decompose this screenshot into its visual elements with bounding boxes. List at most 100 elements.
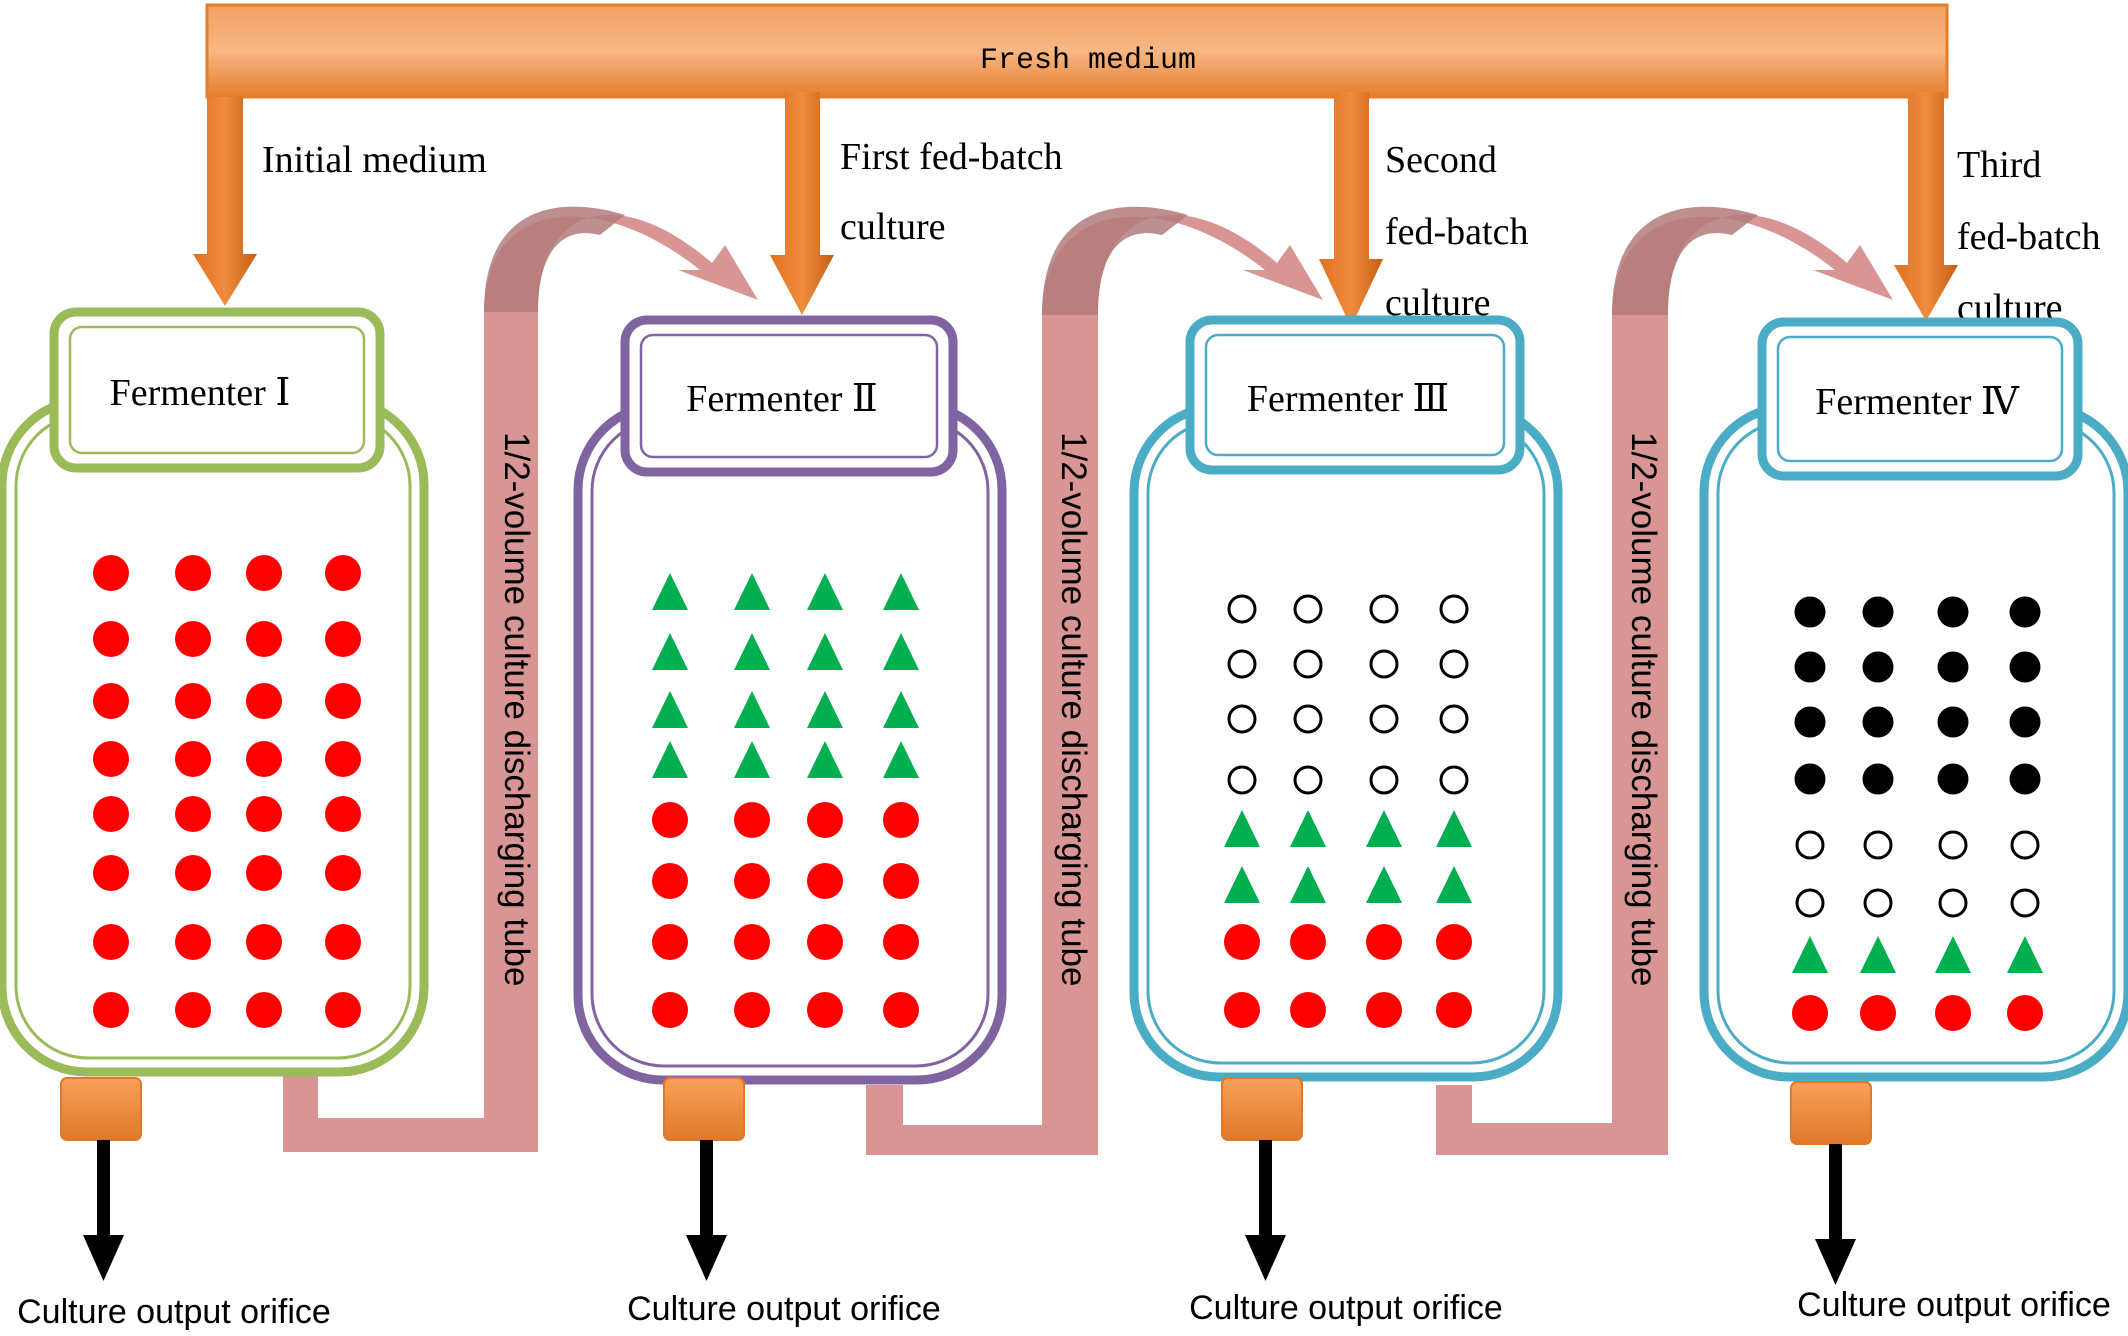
cell-3-3-1-open-circle — [1227, 704, 1257, 734]
cell-2-5-4-red-circle — [883, 802, 919, 838]
tube-label-3: 1/2-volume culture discharging tube — [1624, 432, 1663, 986]
cell-3-6-1-green-triangle — [1224, 866, 1260, 903]
cell-1-8-2-red-circle — [175, 992, 211, 1028]
cell-1-6-1-red-circle — [93, 855, 129, 891]
cell-4-8-3-red-circle — [1935, 995, 1971, 1031]
cell-1-3-4-red-circle — [325, 683, 361, 719]
cell-3-4-1-open-circle — [1227, 765, 1257, 795]
down-arrow-icon — [1245, 1235, 1286, 1281]
cell-4-2-2-black-circle — [1862, 651, 1894, 683]
cell-4-5-3-open-circle — [1938, 830, 1968, 860]
cell-1-1-1-red-circle — [93, 555, 129, 591]
output-label-2: Culture output orifice — [627, 1290, 941, 1328]
cell-4-3-4-black-circle — [2009, 706, 2041, 738]
cell-3-8-1-red-circle — [1224, 992, 1260, 1028]
fermenter-4: Fermenter Ⅳ — [1699, 317, 2128, 1082]
cell-3-4-3-open-circle — [1369, 765, 1399, 795]
fresh-medium-bar: Fresh medium — [205, 3, 1949, 99]
down-arrow-icon — [686, 1235, 727, 1281]
cell-1-2-2-red-circle — [175, 621, 211, 657]
cell-4-8-4-red-circle — [2007, 995, 2043, 1031]
feed-label-4: Third fed-batch culture — [1957, 144, 2110, 329]
cell-2-8-4-red-circle — [883, 992, 919, 1028]
cell-3-8-2-red-circle — [1290, 992, 1326, 1028]
cell-2-1-4-green-triangle — [883, 573, 919, 610]
feed-3-line-2: fed-batch — [1385, 211, 1528, 253]
cell-2-1-2-green-triangle — [734, 573, 770, 610]
cell-1-6-2-red-circle — [175, 855, 211, 891]
cell-3-6-3-green-triangle — [1366, 866, 1402, 903]
fermenter-header-inner-line — [1204, 333, 1506, 457]
output-label-1: Culture output orifice — [17, 1293, 331, 1331]
cell-4-1-2-black-circle — [1862, 596, 1894, 628]
cell-4-7-3-green-triangle — [1935, 936, 1971, 973]
cell-3-5-2-green-triangle — [1290, 810, 1326, 847]
cell-2-2-2-green-triangle — [734, 633, 770, 670]
feed-2-line-2: culture — [840, 206, 946, 248]
feed-4-line-1: Third — [1957, 144, 2041, 186]
cell-1-5-3-red-circle — [246, 796, 282, 832]
feed-arrow-4: Third fed-batch culture — [1894, 92, 2110, 329]
cell-1-2-1-red-circle — [93, 621, 129, 657]
cell-4-8-1-red-circle — [1792, 995, 1828, 1031]
fermenter-vessel — [573, 400, 1007, 1085]
cell-3-5-4-green-triangle — [1436, 810, 1472, 847]
cell-1-1-4-red-circle — [325, 555, 361, 591]
discharge-tube-1: 1/2-volume culture discharging tube — [283, 206, 758, 1152]
cell-4-3-3-black-circle — [1937, 706, 1969, 738]
cell-2-3-2-green-triangle — [734, 691, 770, 728]
cell-1-8-1-red-circle — [93, 992, 129, 1028]
feed-label-2: First fed-batch culture — [840, 136, 1072, 248]
cell-3-4-4-open-circle — [1439, 765, 1469, 795]
output-3: Culture output orifice — [1189, 1077, 1503, 1327]
cell-4-5-2-open-circle — [1863, 830, 1893, 860]
fermenter-vessel — [0, 395, 429, 1077]
cell-4-4-1-black-circle — [1794, 763, 1826, 795]
feed-label-3: Second fed-batch culture — [1385, 139, 1538, 324]
cell-3-1-2-open-circle — [1293, 594, 1323, 624]
fermenter-1: Fermenter Ⅰ — [0, 307, 429, 1077]
cell-4-2-4-black-circle — [2009, 651, 2041, 683]
discharge-tube-3: 1/2-volume culture discharging tube — [1436, 206, 1893, 1155]
cell-4-7-2-green-triangle — [1860, 936, 1896, 973]
cell-3-7-2-red-circle — [1290, 924, 1326, 960]
output-2: Culture output orifice — [627, 1077, 941, 1328]
cell-2-8-1-red-circle — [652, 992, 688, 1028]
fermenter-label-4: Fermenter Ⅳ — [1815, 381, 2020, 423]
cell-2-5-2-red-circle — [734, 802, 770, 838]
cell-2-1-3-green-triangle — [807, 573, 843, 610]
cell-1-7-3-red-circle — [246, 924, 282, 960]
fermenter-header-inner-line — [68, 325, 366, 455]
cell-3-8-4-red-circle — [1436, 992, 1472, 1028]
cell-1-6-3-red-circle — [246, 855, 282, 891]
cell-4-1-4-black-circle — [2009, 596, 2041, 628]
fresh-medium-label: Fresh medium — [980, 44, 1196, 78]
tube-label-1: 1/2-volume culture discharging tube — [497, 432, 536, 986]
feed-arrow-2: First fed-batch culture — [770, 92, 1072, 315]
cell-4-2-3-black-circle — [1937, 651, 1969, 683]
fermenter-header-inner-line — [639, 333, 939, 459]
cell-3-7-4-red-circle — [1436, 924, 1472, 960]
cell-4-4-4-black-circle — [2009, 763, 2041, 795]
cell-1-1-2-red-circle — [175, 555, 211, 591]
down-arrow-icon — [83, 1235, 124, 1281]
cell-3-6-4-green-triangle — [1436, 866, 1472, 903]
cell-2-2-3-green-triangle — [807, 633, 843, 670]
cell-3-8-3-red-circle — [1366, 992, 1402, 1028]
fermenter-vessel — [1699, 402, 2128, 1082]
cell-3-6-2-green-triangle — [1290, 866, 1326, 903]
fermenter-vessel — [1129, 402, 1563, 1082]
cell-3-3-2-open-circle — [1293, 704, 1323, 734]
cell-1-8-3-red-circle — [246, 992, 282, 1028]
cell-2-2-1-green-triangle — [652, 633, 688, 670]
cell-4-2-1-black-circle — [1794, 651, 1826, 683]
cell-1-4-4-red-circle — [325, 741, 361, 777]
cell-4-5-4-open-circle — [2010, 830, 2040, 860]
cell-3-5-1-green-triangle — [1224, 810, 1260, 847]
cell-1-3-2-red-circle — [175, 683, 211, 719]
cell-3-2-4-open-circle — [1439, 649, 1469, 679]
cell-4-6-3-open-circle — [1938, 888, 1968, 918]
cell-4-3-1-black-circle — [1794, 706, 1826, 738]
cell-1-7-1-red-circle — [93, 924, 129, 960]
cell-1-5-1-red-circle — [93, 796, 129, 832]
